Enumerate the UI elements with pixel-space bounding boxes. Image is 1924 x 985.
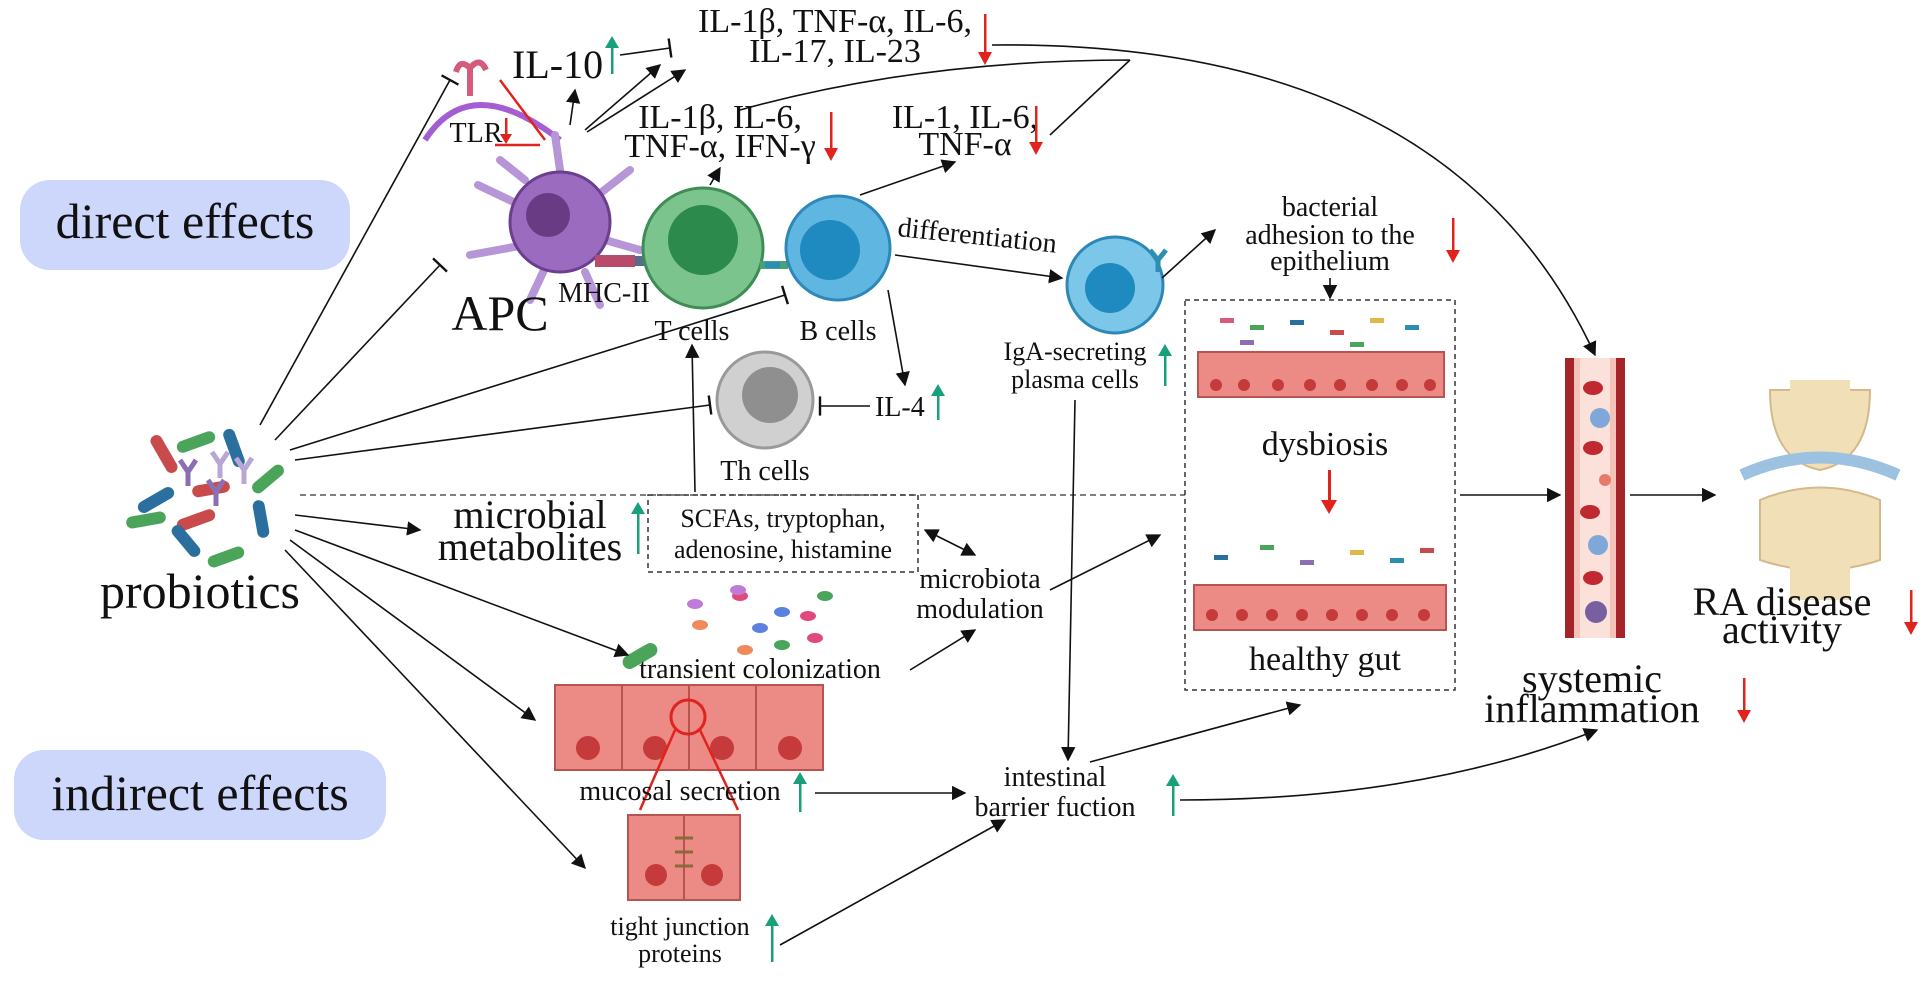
il4-up-arrow-icon bbox=[931, 384, 945, 420]
t-cell-icon bbox=[641, 186, 765, 310]
joint-icon bbox=[1739, 380, 1901, 600]
b-cytokines-line2: TNF-α bbox=[918, 126, 1012, 163]
tight-junction-up-arrow-icon bbox=[765, 914, 779, 962]
systemic-down-arrow-icon bbox=[1737, 678, 1751, 723]
il4-label: IL-4 bbox=[875, 392, 925, 423]
il10-label: IL-10 bbox=[512, 42, 603, 87]
indirect-effects-label: indirect effects bbox=[51, 765, 349, 821]
barrier-up-arrow-icon bbox=[1166, 774, 1180, 816]
apc-label: APC bbox=[451, 285, 548, 341]
adhesion-down-arrow-icon bbox=[1446, 218, 1460, 263]
t-cytokines-line1: IL-1β, IL-6, bbox=[638, 99, 802, 136]
systemic-line1: systemic bbox=[1522, 656, 1662, 701]
metabolites-up-arrow-icon bbox=[631, 502, 645, 554]
modulation-line2: modulation bbox=[916, 594, 1044, 625]
apc-cell-icon bbox=[466, 131, 644, 309]
tlr-inhibit-line bbox=[499, 79, 546, 141]
mucosa-epithelium-icon bbox=[554, 684, 824, 811]
probiotics-bacteria-icon bbox=[126, 428, 284, 568]
differentiation-label: differentiation bbox=[896, 212, 1058, 260]
healthy-gut-label: healthy gut bbox=[1249, 641, 1402, 678]
scfa-box bbox=[647, 494, 919, 573]
t-cytokines-line2: TNF-α, IFN-γ bbox=[624, 128, 816, 165]
probiotics-label: probiotics bbox=[100, 563, 300, 619]
adhesion-line1: bacterial bbox=[1282, 192, 1379, 223]
systemic-line2: inflammation bbox=[1484, 686, 1700, 731]
modulation-line1: microbiota bbox=[919, 564, 1041, 595]
ra-down-arrow-icon bbox=[1904, 590, 1918, 635]
plasma-up-arrow-icon bbox=[1158, 344, 1172, 386]
th-cells-label: Th cells bbox=[720, 456, 809, 487]
b-cytokines-line1: IL-1, IL-6, bbox=[892, 99, 1038, 136]
tight-junction-line2: proteins bbox=[638, 939, 722, 968]
connector-arrows bbox=[259, 38, 1717, 946]
ra-disease-line2: activity bbox=[1722, 607, 1842, 652]
top-cytokines-down-arrow-icon bbox=[978, 14, 992, 65]
indirect-effects-pill: indirect effects bbox=[14, 750, 386, 840]
plasma-cells-line2: plasma cells bbox=[1011, 365, 1139, 394]
tight-junction-icon bbox=[627, 814, 741, 901]
plasma-cell-icon bbox=[1065, 235, 1168, 335]
dysbiosis-to-healthy-arrow-icon bbox=[1321, 470, 1337, 514]
metabolites-line1: microbial bbox=[453, 492, 606, 537]
direct-effects-label: direct effects bbox=[56, 193, 315, 249]
metabolites-line2: metabolites bbox=[438, 524, 622, 569]
mucosal-label: mucosal secretion bbox=[579, 776, 780, 807]
blood-vessel-icon bbox=[1565, 358, 1625, 638]
colonization-label: transient colonization bbox=[639, 654, 881, 685]
adhesion-line3: epithelium bbox=[1270, 246, 1390, 277]
tcr-bcr-icon bbox=[760, 261, 788, 269]
il10-up-arrow-icon bbox=[605, 36, 619, 74]
colonization-dots-icon bbox=[622, 585, 833, 669]
scfa-line2: adenosine, histamine bbox=[674, 535, 892, 564]
adhesion-line2: adhesion to the bbox=[1245, 220, 1415, 251]
mhc-complex-icon bbox=[595, 255, 650, 267]
dysbiosis-epithelium-icon bbox=[1197, 318, 1445, 398]
t-cytokines-down-arrow-icon bbox=[824, 112, 838, 161]
tight-junction-line1: tight junction bbox=[610, 912, 749, 941]
th-cell-icon bbox=[715, 350, 815, 450]
healthy-epithelium-icon bbox=[1193, 545, 1447, 631]
b-cell-icon bbox=[784, 194, 892, 302]
tlr-receptor-icon bbox=[422, 59, 562, 143]
mucosal-up-arrow-icon bbox=[793, 772, 807, 812]
tlr-label: TLR bbox=[450, 118, 503, 149]
barrier-line2: barrier fuction bbox=[975, 792, 1136, 823]
top-cytokines-line1: IL-1β, TNF-α, IL-6, bbox=[698, 3, 972, 40]
direct-effects-pill: direct effects bbox=[20, 180, 350, 270]
barrier-line1: intestinal bbox=[1004, 762, 1107, 793]
b-cytokines-down-arrow-icon bbox=[1029, 106, 1043, 155]
dysbiosis-label: dysbiosis bbox=[1262, 426, 1389, 463]
mhc-label: MHC-II bbox=[558, 278, 650, 309]
b-cells-label: B cells bbox=[800, 316, 877, 347]
top-cytokines-line2: IL-17, IL-23 bbox=[749, 33, 921, 70]
ra-disease-line1: RA disease bbox=[1693, 579, 1872, 624]
tlr-down-arrow-icon bbox=[500, 118, 512, 144]
plasma-cells-line1: IgA-secreting bbox=[1004, 337, 1147, 366]
scfa-line1: SCFAs, tryptophan, bbox=[680, 504, 885, 533]
